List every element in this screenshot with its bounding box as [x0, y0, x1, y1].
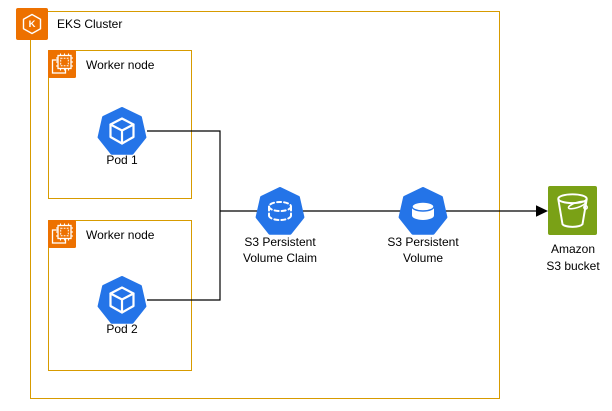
pv-label: S3 Persistent Volume — [373, 234, 473, 266]
pod-2-icon — [97, 276, 147, 324]
worker-node-1-box — [48, 50, 192, 199]
s3-bucket-label-line2: S3 bucket — [546, 259, 600, 273]
pvc-label: S3 Persistent Volume Claim — [225, 234, 335, 266]
pvc-label-line2: Volume Claim — [242, 251, 318, 265]
s3-bucket-icon — [548, 186, 597, 235]
eks-cluster-box — [30, 11, 500, 399]
worker-node-2-label: Worker node — [86, 228, 155, 242]
s3-bucket-label-line1: Amazon — [550, 242, 596, 256]
pvc-icon — [255, 187, 305, 235]
eks-cluster-label: EKS Cluster — [57, 17, 123, 31]
eks-icon: K — [16, 8, 48, 40]
pvc-label-line1: S3 Persistent — [244, 235, 316, 249]
cpu-chip-icon — [48, 50, 76, 78]
pod-1-icon — [97, 107, 147, 155]
pv-label-line1: S3 Persistent — [387, 235, 459, 249]
pv-icon — [398, 187, 448, 235]
svg-text:K: K — [29, 19, 36, 30]
worker-node-1-label: Worker node — [86, 58, 155, 72]
pv-label-line2: Volume — [402, 251, 444, 265]
s3-bucket-label: Amazon S3 bucket — [533, 241, 612, 275]
arrowhead — [536, 205, 548, 217]
pod-2-label: Pod 2 — [106, 322, 138, 336]
cpu-chip-icon — [48, 220, 76, 248]
pod-1-label: Pod 1 — [106, 153, 138, 167]
